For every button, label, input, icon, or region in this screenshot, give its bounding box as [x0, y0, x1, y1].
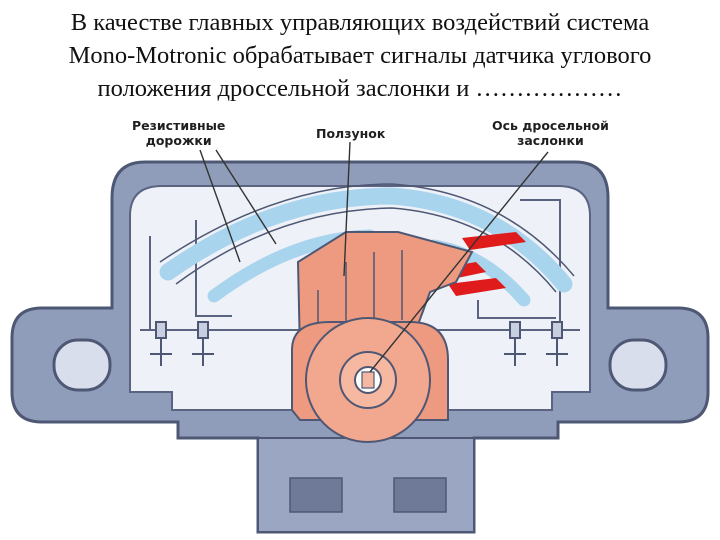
slider-contact — [462, 232, 526, 250]
slide-heading: В качестве главных управляющих воздейств… — [0, 6, 720, 105]
callout-throttle-shaft-line-1: Ось дросельной — [492, 118, 609, 133]
heading-line-1: В качестве главных управляющих воздейств… — [70, 9, 650, 36]
throttle-shaft-flat — [361, 371, 375, 389]
callout-slider: Ползунок — [316, 126, 385, 141]
callout-leader-lines — [199, 141, 549, 373]
heading-line-3: положения дроссельной заслонки и ……………… — [97, 75, 623, 102]
connector-slot — [289, 477, 343, 513]
connector-slot — [393, 477, 447, 513]
callout-resistive-tracks: Резистивные дорожки — [132, 118, 225, 148]
mounting-hole-right — [608, 338, 668, 392]
track-outline — [159, 183, 575, 293]
mounting-hole-left — [52, 338, 112, 392]
board-wiring — [149, 199, 561, 330]
callout-throttle-shaft-line-2: заслонки — [517, 133, 584, 148]
callout-throttle-shaft: Ось дросельной заслонки — [492, 118, 609, 148]
terminal-pins — [150, 321, 568, 366]
callout-slider-text: Ползунок — [316, 126, 386, 141]
slider-arm-slots — [317, 250, 403, 340]
heading-line-2: Mono-Motronic обрабатывает сигналы датчи… — [68, 42, 652, 69]
callout-resistive-tracks-line-1: Резистивные — [132, 118, 226, 133]
slider-contact — [448, 278, 506, 296]
callout-resistive-tracks-line-2: дорожки — [145, 133, 212, 148]
